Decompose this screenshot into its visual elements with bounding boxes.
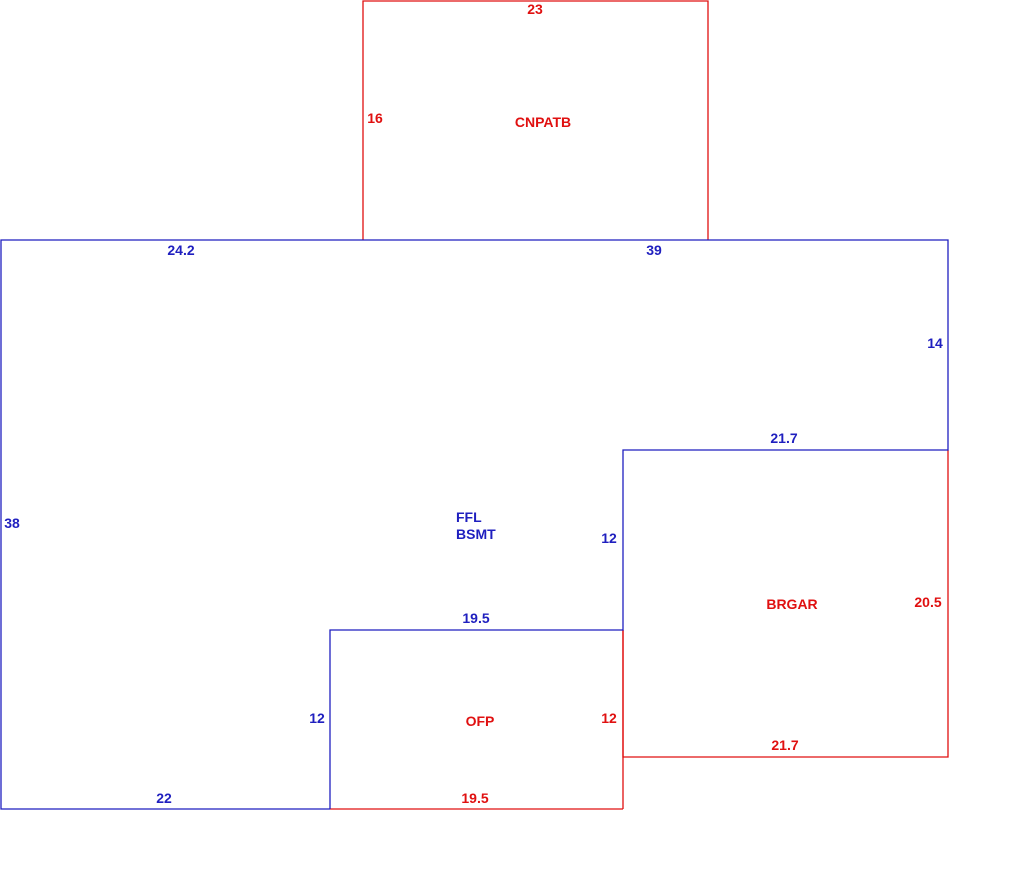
main-house-outline xyxy=(0,239,949,810)
main-area-label-ffl: FFL xyxy=(456,509,482,525)
dim-main-top-left: 24.2 xyxy=(167,242,194,258)
dim-porch-right: 12 xyxy=(601,710,617,726)
dim-patio-top: 23 xyxy=(527,1,543,17)
dim-patio-left: 16 xyxy=(367,110,383,126)
porch-area-label: OFP xyxy=(466,713,495,729)
main-area-label-bsmt: BSMT xyxy=(456,526,496,542)
dim-garage-right: 20.5 xyxy=(914,594,941,610)
dim-main-step-top: 21.7 xyxy=(770,430,797,446)
dim-porch-top: 19.5 xyxy=(462,610,489,626)
dim-main-left: 38 xyxy=(4,515,20,531)
dim-main-top-right: 39 xyxy=(646,242,662,258)
dim-garage-bottom: 21.7 xyxy=(771,737,798,753)
patio-area-label: CNPATB xyxy=(515,114,571,130)
dim-porch-left: 12 xyxy=(309,710,325,726)
dim-main-bottom: 22 xyxy=(156,790,172,806)
patio-outline xyxy=(362,0,709,240)
garage-area-label: BRGAR xyxy=(766,596,817,612)
dim-main-step-side: 12 xyxy=(601,530,617,546)
dim-main-right: 14 xyxy=(927,335,943,351)
dim-porch-bottom: 19.5 xyxy=(461,790,488,806)
